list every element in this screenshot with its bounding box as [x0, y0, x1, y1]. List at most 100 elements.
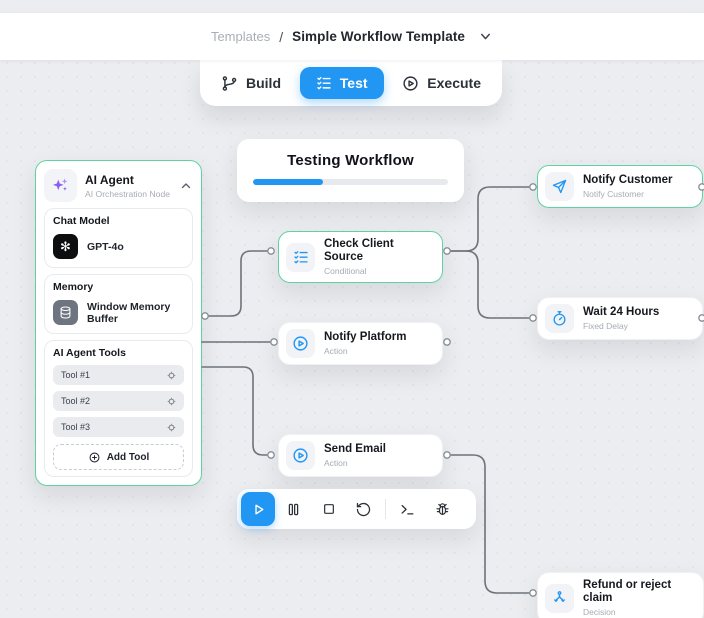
tab-build[interactable]: Build: [221, 75, 281, 92]
node-notify-platform[interactable]: Notify Platform Action: [278, 322, 443, 365]
tab-execute[interactable]: Execute: [402, 75, 481, 92]
add-tool-button[interactable]: Add Tool: [53, 444, 184, 470]
tool-row-3[interactable]: Tool #3: [53, 417, 184, 437]
memory-row[interactable]: Window Memory Buffer: [53, 298, 184, 327]
status-title: Testing Workflow: [287, 152, 414, 169]
node-subtitle: Fixed Delay: [583, 321, 628, 332]
connector-notify-platform-out[interactable]: [443, 338, 451, 346]
node-send-email[interactable]: Send Email Action: [278, 434, 443, 477]
playback-toolbar: [237, 489, 476, 529]
connector-wait-in[interactable]: [529, 314, 537, 322]
openai-icon: ✻: [53, 234, 78, 259]
reset-button[interactable]: [347, 492, 380, 526]
node-check-client-source[interactable]: Check Client Source Conditional: [278, 231, 443, 284]
database-icon: [53, 300, 78, 325]
chat-model-label: Chat Model: [53, 215, 110, 227]
play-icon: [254, 504, 263, 514]
branch-icon: [545, 583, 574, 613]
pause-icon: [288, 503, 299, 515]
tools-section: AI Agent Tools Tool #1 Tool #2 Tool #3 A…: [44, 340, 193, 477]
pause-button[interactable]: [277, 492, 310, 526]
header-bar: Templates / Simple Workflow Template: [0, 13, 704, 60]
tool-3-label: Tool #3: [61, 422, 91, 432]
bug-icon: [436, 502, 449, 515]
progress-bar: [253, 179, 448, 185]
node-wait-24-hours[interactable]: Wait 24 Hours Fixed Delay: [537, 297, 703, 340]
tool-row-1[interactable]: Tool #1: [53, 365, 184, 385]
stop-button[interactable]: [312, 492, 345, 526]
node-subtitle: Action: [324, 346, 348, 357]
tool-1-label: Tool #1: [61, 370, 91, 380]
node-title: Wait 24 Hours: [583, 305, 660, 318]
testing-status-card: Testing Workflow: [237, 139, 464, 202]
node-subtitle: Conditional: [324, 266, 367, 277]
node-subtitle: Notify Customer: [583, 189, 644, 200]
connector-check-client-in[interactable]: [267, 247, 275, 255]
chat-model-row[interactable]: ✻ GPT-4o: [53, 232, 184, 261]
breadcrumb-templates-link[interactable]: Templates: [210, 29, 271, 44]
wire-agent-to-check-client: [204, 250, 268, 317]
terminal-icon: [401, 504, 414, 515]
play-circle-icon: [286, 441, 315, 470]
git-branch-icon: [222, 75, 237, 91]
stopwatch-icon: [545, 304, 574, 333]
tool-settings-icon[interactable]: [167, 397, 176, 406]
chevron-up-icon[interactable]: [179, 179, 193, 193]
chevron-down-icon[interactable]: [478, 29, 493, 44]
top-strip: [0, 0, 704, 13]
wire-check-client-to-wait: [449, 250, 530, 319]
node-refund-or-reject-claim[interactable]: Refund or reject claim Decision: [537, 572, 704, 618]
ai-agent-subtitle: AI Orchestration Node: [85, 188, 171, 199]
tool-settings-icon[interactable]: [167, 423, 176, 432]
node-subtitle: Action: [324, 458, 348, 469]
terminal-button[interactable]: [391, 492, 424, 526]
plus-circle-icon: [89, 452, 100, 462]
breadcrumb-separator: /: [279, 28, 284, 45]
play-circle-icon: [286, 329, 315, 358]
tab-execute-label: Execute: [427, 75, 481, 91]
checklist-icon: [317, 76, 331, 90]
chat-model-section: Chat Model ✻ GPT-4o: [44, 208, 193, 268]
connector-send-email-out[interactable]: [443, 451, 451, 459]
connector-check-client-out[interactable]: [443, 247, 451, 255]
tool-2-label: Tool #2: [61, 396, 91, 406]
node-title: Notify Customer: [583, 173, 673, 186]
ai-agent-panel[interactable]: AI Agent AI Orchestration Node Chat Mode…: [35, 160, 202, 486]
mode-tabbar: Build Test Execute: [200, 60, 502, 106]
connector-notify-platform-in[interactable]: [270, 338, 278, 346]
connector-notify-customer-in[interactable]: [529, 183, 537, 191]
tools-label: AI Agent Tools: [53, 347, 126, 359]
node-title: Send Email: [324, 442, 386, 455]
memory-label: Memory: [53, 281, 94, 293]
tool-settings-icon[interactable]: [167, 371, 176, 380]
ai-agent-header: AI Agent AI Orchestration Node: [44, 169, 193, 202]
ai-agent-title: AI Agent: [85, 172, 134, 187]
reset-icon: [356, 502, 371, 516]
connector-agent-out[interactable]: [201, 312, 209, 320]
sparkles-icon: [44, 169, 77, 202]
debug-button[interactable]: [426, 492, 459, 526]
node-title: Check Client Source: [324, 238, 394, 264]
connector-refund-in[interactable]: [529, 589, 537, 597]
play-circle-icon: [403, 75, 418, 91]
node-notify-customer[interactable]: Notify Customer Notify Customer: [537, 165, 703, 208]
tab-build-label: Build: [246, 75, 281, 91]
connector-send-email-in[interactable]: [267, 451, 275, 459]
tab-test[interactable]: Test: [299, 67, 384, 99]
play-button[interactable]: [241, 492, 275, 526]
send-icon: [545, 172, 574, 201]
node-title: Notify Platform: [324, 330, 407, 343]
tab-test-label: Test: [339, 75, 368, 91]
progress-fill: [253, 179, 324, 185]
node-title: Refund or reject claim: [583, 579, 672, 605]
tool-row-2[interactable]: Tool #2: [53, 391, 184, 411]
breadcrumb-current-template: Simple Workflow Template: [292, 29, 466, 44]
wire-agent-to-send-email: [201, 366, 268, 456]
add-tool-label: Add Tool: [106, 451, 150, 463]
memory-section: Memory Window Memory Buffer: [44, 274, 193, 334]
toolbar-divider: [385, 499, 386, 519]
memory-value: Window Memory Buffer: [87, 300, 171, 325]
chat-model-value: GPT-4o: [87, 240, 124, 253]
node-subtitle: Decision: [583, 607, 616, 618]
